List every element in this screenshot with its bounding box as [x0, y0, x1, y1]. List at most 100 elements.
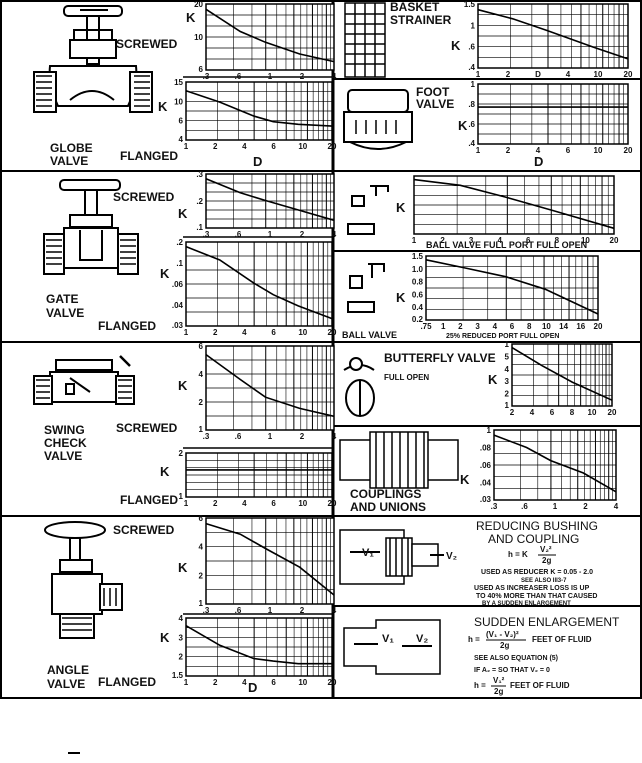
globe-title-line-1: GLOBE	[50, 141, 93, 155]
globe-screwed-xtick: .6	[235, 72, 242, 81]
ball-valve-reduced-illustration	[347, 263, 385, 313]
basket-strainer-illustration	[344, 2, 386, 78]
ball-reduced-port-ytick: 0.4	[412, 303, 424, 312]
ball-reduced-port-xtick: 16	[576, 322, 585, 331]
ball-reduced-port-ytick: 1.0	[412, 265, 424, 274]
gate-screwed-ytick: .2	[196, 197, 203, 206]
angle-screwed-xtick: .6	[235, 606, 242, 615]
globe-flanged-ytick: 10	[174, 97, 183, 106]
swing-title-line-3: VALVE	[44, 449, 82, 463]
butterfly-ytick: 1	[505, 340, 510, 349]
ball-full-port-curve	[413, 178, 615, 230]
globe-flanged-k-label: K	[158, 99, 168, 114]
ball-reduced-port-xtick: 1	[441, 322, 446, 331]
basket-strainer-ytick: 1	[471, 21, 476, 30]
swing-check-flanged-xtick: 2	[213, 499, 218, 508]
angle-valve-illustration	[44, 521, 123, 639]
ball-full-port-xtick: 6	[526, 236, 531, 245]
butterfly-ytick: 4	[505, 365, 510, 374]
basket-title-line-1: BASKET	[390, 0, 440, 14]
sudden-enlargement-illustration	[343, 619, 441, 675]
reducing-note-3: USED AS INCREASER LOSS IS UP	[474, 585, 590, 592]
gate-title-line-2: VALVE	[46, 306, 84, 320]
foot-valve-xtick: 1	[476, 146, 481, 155]
butterfly-xtick: 8	[570, 408, 575, 417]
couplings-curve	[493, 434, 617, 493]
couplings-xtick: .6	[521, 502, 528, 511]
foot-valve-illustration	[343, 89, 413, 150]
globe-screwed-xtick: 2	[300, 72, 305, 81]
gate-screwed-xtick: 2	[300, 230, 305, 239]
foot-valve-ytick: 1	[471, 80, 476, 89]
globe-screwed-ytick: 20	[194, 0, 203, 9]
ball-full-port-xtick: 3	[469, 236, 474, 245]
basket-title-line-2: STRAINER	[390, 13, 452, 27]
gate-flanged-ytick: .2	[176, 238, 183, 247]
foot-valve-ytick: .8	[468, 100, 475, 109]
couplings-xtick: 1	[553, 502, 558, 511]
sudden-formula-2-unit: FEET OF FLUID	[510, 681, 570, 690]
swing-check-screwed-ytick: 4	[199, 370, 204, 379]
couplings-ytick: 1	[487, 426, 492, 435]
butterfly-valve-illustration	[343, 357, 375, 417]
basket-strainer-curve	[477, 8, 629, 60]
angle-flanged-ytick: 4	[179, 614, 184, 623]
couplings-xtick: 4	[614, 502, 619, 511]
swing-screwed-k-label: K	[178, 378, 188, 393]
foot-valve-xtick: 4	[536, 146, 541, 155]
globe-flanged-xtick: 1	[184, 142, 189, 151]
couplings-ytick: .08	[480, 444, 492, 453]
ball-reduced-k-label: K	[396, 290, 406, 305]
butterfly-curve	[511, 346, 613, 401]
ball-valve-full-illustration	[347, 185, 389, 235]
basket-k-label: K	[451, 38, 461, 53]
butterfly-title: BUTTERFLY VALVE	[384, 351, 496, 365]
swing-check-screwed-ytick: 6	[199, 342, 204, 351]
ball-full-port-xtick: 2	[440, 236, 445, 245]
butterfly-ytick: 3	[505, 377, 510, 386]
ball-full-k-label: K	[396, 200, 406, 215]
globe-flanged-ytick: 15	[174, 78, 183, 87]
reducing-v2-label: V₂	[446, 551, 457, 562]
gate-flanged-k-label: K	[160, 266, 170, 281]
globe-flanged-ytick: 6	[179, 117, 184, 126]
butterfly-subtitle: FULL OPEN	[384, 373, 429, 382]
foot-valve-xtick: 20	[624, 146, 633, 155]
ball-reduced-port-ytick: 0.8	[412, 278, 424, 287]
ball-reduced-port-xtick: 14	[559, 322, 568, 331]
angle-title-line-2: VALVE	[47, 677, 85, 691]
foot-valve-ytick: .4	[468, 139, 475, 148]
swing-check-screwed-xtick: 1	[268, 432, 273, 441]
gate-screwed-ytick: .1	[196, 223, 203, 232]
reducing-note-4: TO 40% MORE THAN THAT CAUSED	[476, 593, 597, 600]
ball-reduced-port-curve	[425, 259, 599, 315]
swing-title-line-2: CHECK	[44, 436, 87, 450]
reducing-note-5: BY A SUDDEN ENLARGEMENT	[482, 601, 571, 607]
angle-screwed-curve	[205, 522, 335, 596]
butterfly-ytick: 1	[505, 401, 510, 410]
angle-flanged-curve	[185, 625, 332, 665]
swing-check-flanged-ytick: 2	[179, 449, 184, 458]
sudden-v2-label: V₂	[416, 633, 428, 645]
gate-flanged-xtick: 2	[213, 328, 218, 337]
globe-screwed-xtick: .3	[203, 72, 210, 81]
butterfly-xtick: 10	[588, 408, 597, 417]
sudden-formula-1-denominator: 2g	[500, 641, 509, 650]
angle-title-line-1: ANGLE	[47, 663, 89, 677]
foot-valve-ytick: .6	[468, 120, 475, 129]
gate-flanged-xtick: 4	[242, 328, 247, 337]
swing-check-flanged-xtick: 6	[271, 499, 276, 508]
globe-flanged-curve	[185, 89, 333, 127]
angle-flanged-xtick: 20	[328, 678, 337, 687]
globe-screwed-curve	[205, 8, 335, 63]
gate-screwed-xtick: 4	[332, 230, 337, 239]
gate-flanged-label: FLANGED	[98, 319, 156, 333]
sudden-formula-2-h: h =	[474, 681, 486, 690]
butterfly-k-label: K	[488, 372, 498, 387]
swing-check-flanged-xtick: 1	[184, 499, 189, 508]
butterfly-xtick: 4	[530, 408, 535, 417]
